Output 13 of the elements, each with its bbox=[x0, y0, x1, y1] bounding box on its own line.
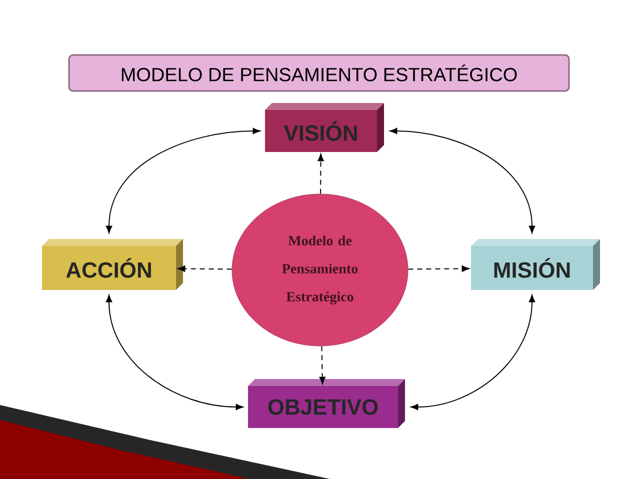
block-box: VISIÓN bbox=[265, 103, 384, 152]
arrow bbox=[106, 294, 244, 410]
arrow bbox=[408, 266, 470, 272]
block-box: ACCIÓN bbox=[42, 239, 183, 290]
block-box: OBJETIVO bbox=[248, 379, 405, 428]
block-box: MISIÓN bbox=[471, 239, 600, 290]
arrow bbox=[319, 346, 326, 384]
title-box: MODELO DE PENSAMIENTO ESTRATÉGICO bbox=[68, 54, 570, 92]
arrow bbox=[106, 128, 260, 234]
arrow bbox=[390, 128, 536, 234]
arrow bbox=[318, 154, 324, 194]
arrow bbox=[178, 266, 232, 272]
arrow bbox=[410, 294, 536, 410]
